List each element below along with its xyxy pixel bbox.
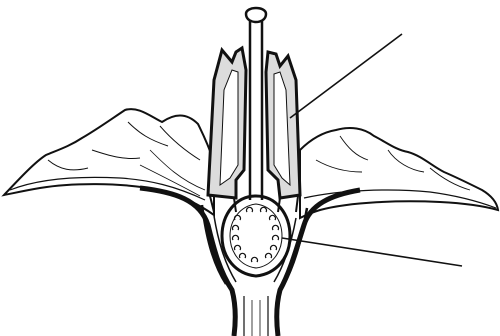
ovary bbox=[222, 196, 290, 276]
right-anther bbox=[266, 52, 300, 198]
left-anther bbox=[208, 48, 246, 198]
stalk bbox=[244, 296, 268, 336]
style bbox=[250, 20, 262, 200]
stigma bbox=[246, 8, 266, 22]
pointer-upper bbox=[290, 34, 402, 118]
right-petal bbox=[300, 128, 498, 218]
pointer-lower bbox=[282, 238, 462, 266]
